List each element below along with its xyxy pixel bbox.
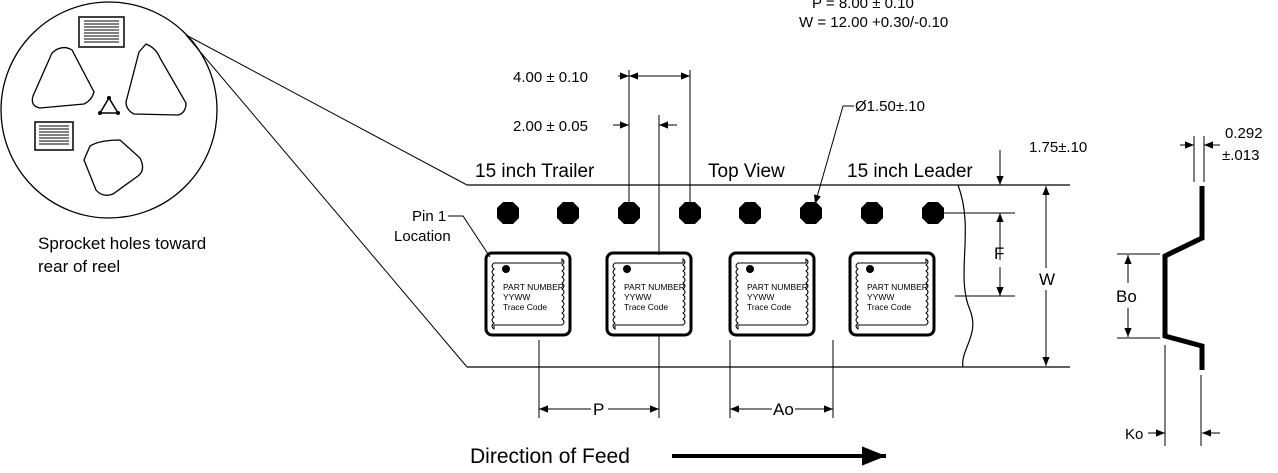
hole-pitch-dimension: 4.00 ± 0.10: [513, 69, 691, 202]
f-dimension: F: [955, 213, 1015, 297]
feed-direction-label: Direction of Feed: [470, 445, 630, 468]
reel-window-top: [31, 46, 95, 109]
part-number-text: PART NUMBER: [747, 282, 808, 292]
pin1-leader-line: [448, 215, 491, 258]
sprocket-hole: [497, 202, 519, 224]
date-code-text: YYWW: [624, 292, 651, 302]
sprocket-hole: [800, 202, 822, 224]
pin1-dot: [746, 265, 754, 273]
hole-to-pocket-dimension: 2.00 ± 0.05: [513, 115, 677, 255]
ao-dimension: Ao: [729, 340, 834, 419]
date-code-text: YYWW: [503, 292, 530, 302]
sprocket-hole: [922, 202, 944, 224]
part-number-text: PART NUMBER: [867, 282, 928, 292]
pitch-spec: P = 8.00 ± 0.10: [812, 0, 914, 12]
tape-pocket: PART NUMBER YYWW Trace Code: [728, 251, 816, 337]
w-dimension: W: [1039, 184, 1070, 366]
reel: [0, 1, 218, 219]
sprocket-hole: [679, 202, 701, 224]
pin1-location-label: Location: [394, 228, 451, 245]
hole-diameter-label: Ø1.50±.10: [855, 98, 925, 115]
thickness-label-line2: ±.013: [1222, 147, 1259, 164]
trace-code-text: Trace Code: [747, 302, 791, 312]
part-number-text: PART NUMBER: [503, 282, 564, 292]
w-label: W: [1039, 270, 1055, 289]
reel-hub: [98, 96, 120, 115]
trailer-label: 15 inch Trailer: [475, 161, 595, 182]
date-code-text: YYWW: [867, 292, 894, 302]
tape-pocket: PART NUMBER YYWW Trace Code: [605, 251, 693, 337]
trace-code-text: Trace Code: [867, 302, 911, 312]
pin1-dot: [502, 265, 510, 273]
trace-code-text: Trace Code: [503, 302, 547, 312]
hole-pitch-label: 4.00 ± 0.10: [513, 69, 588, 86]
sprocket-hole: [739, 202, 761, 224]
sprocket-caption-line2: rear of reel: [38, 257, 120, 276]
edge-to-hole-label: 1.75±.10: [1029, 139, 1087, 156]
pin1-dot: [866, 265, 874, 273]
bo-label: Bo: [1116, 287, 1137, 306]
tape-side-profile: 0.292 ±.013 Bo Ko: [1116, 125, 1263, 446]
p-dimension: P: [538, 336, 660, 419]
top-view-label: Top View: [708, 161, 785, 182]
part-number-text: PART NUMBER: [624, 282, 685, 292]
projection-line-upper: [185, 34, 468, 186]
reel-window-bottom: [83, 139, 144, 196]
width-spec: W = 12.00 +0.30/-0.10: [799, 14, 948, 31]
sprocket-hole: [618, 202, 640, 224]
tape-pocket: PART NUMBER YYWW Trace Code: [484, 251, 572, 337]
carrier-tape: [467, 184, 1070, 368]
p-label: P: [593, 400, 604, 419]
tape-break-line: [957, 184, 974, 368]
trace-code-text: Trace Code: [624, 302, 668, 312]
ao-label: Ao: [773, 400, 794, 419]
reel-pocket-left: [34, 121, 74, 151]
pin1-label: Pin 1: [412, 208, 446, 225]
sprocket-hole: [861, 202, 883, 224]
pin1-dot: [623, 265, 631, 273]
leader-label: 15 inch Leader: [847, 161, 973, 182]
projection-line-lower: [185, 34, 468, 368]
tape-pocket: PART NUMBER YYWW Trace Code: [848, 251, 936, 337]
ko-label: Ko: [1125, 426, 1143, 443]
thickness-label-line1: 0.292: [1225, 125, 1263, 142]
sprocket-holes: [497, 202, 944, 224]
sprocket-caption-line1: Sprocket holes toward: [38, 234, 206, 253]
tape-profile-outline: [1162, 186, 1205, 370]
hole-to-pocket-label: 2.00 ± 0.05: [513, 118, 588, 135]
edge-to-hole-dimension: 1.75±.10: [944, 139, 1087, 214]
hole-diameter-dimension: Ø1.50±.10: [814, 98, 925, 205]
f-label: F: [994, 244, 1004, 263]
reel-pocket-top: [78, 16, 125, 48]
date-code-text: YYWW: [747, 292, 774, 302]
sprocket-hole: [557, 202, 579, 224]
reel-window-right: [125, 43, 187, 116]
